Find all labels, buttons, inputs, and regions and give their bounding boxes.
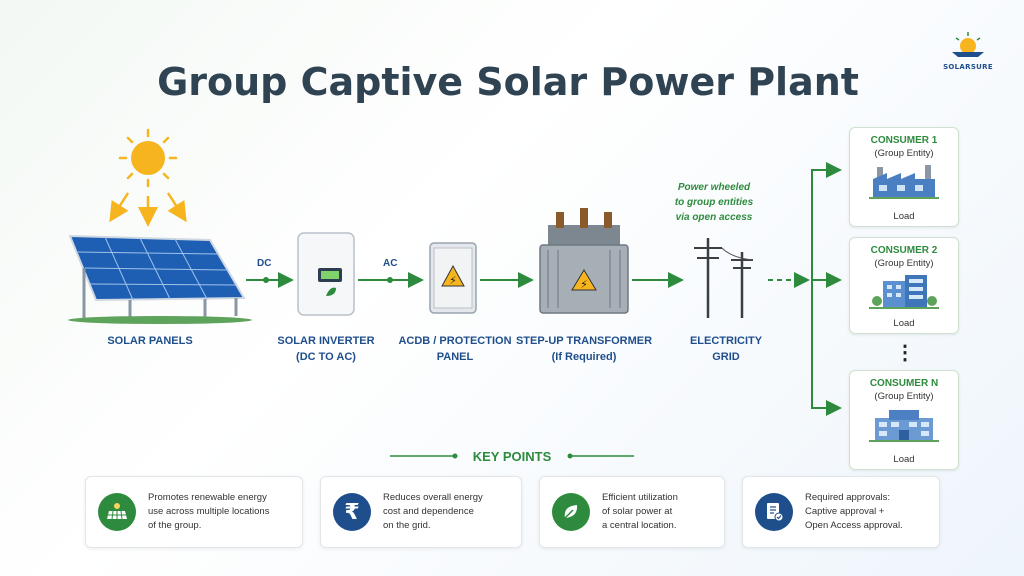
brand-logo: SOLARSURE [940,30,996,71]
electricity-grid-icon [694,238,754,318]
consumer-subtitle: (Group Entity) [874,258,934,269]
wheeling-note-line: Power wheeled [677,182,751,193]
grid-label: ELECTRICITY GRID [676,333,776,365]
sun-icon [109,128,187,227]
key-point-line: use across multiple locations [148,506,270,517]
key-point-line: Efficient utilization [602,492,678,503]
wheeling-note-line: to group entities [674,197,754,208]
key-point-line: Required approvals: [805,492,891,503]
key-point-line: on the grid. [383,520,431,531]
consumer-card-1: CONSUMER 1 (Group Entity) Load [849,127,959,227]
label-line: (If Required) [551,351,617,363]
step-up-transformer-icon: ⚡ [539,208,629,314]
consumer-name: CONSUMER 2 [870,245,938,256]
label-line: SOLAR PANELS [107,335,193,347]
consumer-name: CONSUMER N [869,378,939,389]
dc-tag: DC [257,258,272,269]
solar-panels-label: SOLAR PANELS [90,333,210,349]
key-point-line: Reduces overall energy [383,492,483,503]
label-line: ELECTRICITY [689,335,763,347]
consumer-load: Load [893,318,915,329]
ac-tag: AC [383,258,398,269]
acdb-panel-icon: ⚡ [429,242,477,314]
consumer-subtitle: (Group Entity) [874,391,934,402]
transformer-label: STEP-UP TRANSFORMER (If Required) [514,333,654,365]
acdb-label: ACDB / PROTECTION PANEL [395,333,515,365]
key-point-card-2: ₹ Reduces overall energy cost and depend… [320,476,522,548]
leaf-icon [552,493,590,531]
key-point-line: of solar power at [602,506,673,517]
logo-sun-icon [952,32,984,57]
rupee-icon: ₹ [333,493,371,531]
key-point-card-1: Promotes renewable energy use across mul… [85,476,303,548]
key-point-text: Reduces overall energy cost and dependen… [383,491,483,533]
key-point-line: Open Access approval. [805,520,903,531]
document-check-icon [755,493,793,531]
logo-text: SOLARSURE [943,63,993,71]
key-point-line: a central location. [602,520,677,531]
consumer-subtitle: (Group Entity) [874,148,934,159]
label-line: STEP-UP TRANSFORMER [515,335,653,347]
more-consumers-ellipsis: ⋮ [895,342,915,364]
consumer-name: CONSUMER 1 [870,135,938,146]
key-point-card-3: Efficient utilization of solar power at … [539,476,725,548]
key-point-line: Captive approval + [805,506,885,517]
consumer-load: Load [893,211,915,222]
key-point-line: cost and dependence [383,506,474,517]
label-line: GRID [712,351,740,363]
consumer-card-n: CONSUMER N (Group Entity) Load [849,370,959,470]
key-point-text: Efficient utilization of solar power at … [602,491,678,533]
factory-icon [869,165,939,199]
wheeling-note-line: via open access [675,212,753,223]
key-point-text: Promotes renewable energy use across mul… [148,491,269,533]
consumer-load: Load [893,454,915,465]
solar-panels-icon [68,234,252,324]
wheeling-note: Power wheeled to group entities via open… [664,180,764,225]
svg-text:⚡: ⚡ [449,274,457,287]
key-point-card-4: Required approvals: Captive approval + O… [742,476,940,548]
solar-inverter-label: SOLAR INVERTER (DC TO AC) [266,333,386,365]
label-line: SOLAR INVERTER [277,335,375,347]
label-line: PANEL [436,351,474,363]
solar-panel-icon [98,493,136,531]
page-title: Group Captive Solar Power Plant [157,60,859,104]
key-point-text: Required approvals: Captive approval + O… [805,491,903,533]
label-line: ACDB / PROTECTION [398,335,512,347]
key-points-title: KEY POINTS [472,449,552,464]
key-point-line: Promotes renewable energy [148,492,267,503]
solar-inverter-icon [297,232,355,316]
svg-text:⚡: ⚡ [580,278,588,291]
building-icon [869,410,939,442]
consumer-card-2: CONSUMER 2 (Group Entity) Load [849,237,959,334]
label-line: (DC TO AC) [296,351,356,363]
office-building-icon [869,275,939,309]
key-point-line: of the group. [148,520,202,531]
